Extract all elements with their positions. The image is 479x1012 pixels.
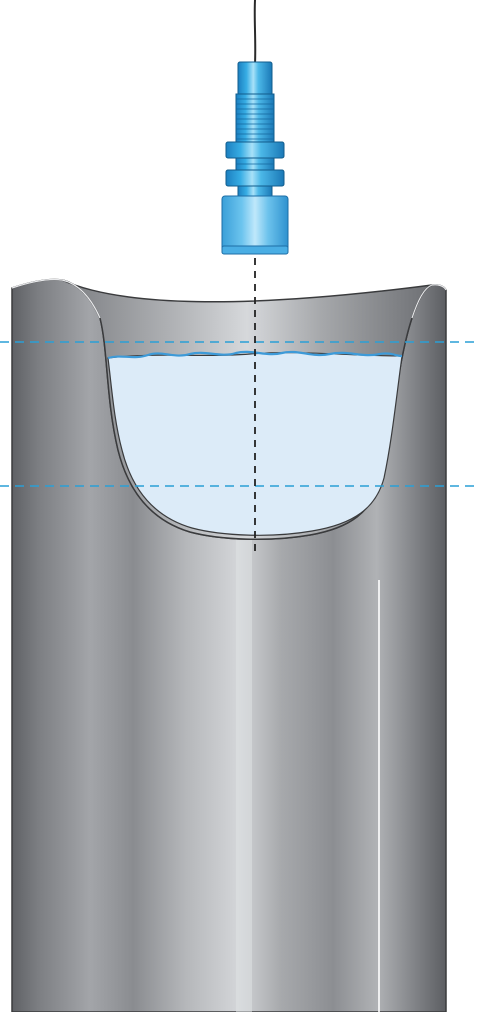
sensor-threaded-body bbox=[235, 93, 275, 143]
pipe-highlight-streak bbox=[378, 580, 380, 1012]
sensor-lower-thread bbox=[237, 185, 273, 197]
upper-mounting-nut bbox=[225, 141, 285, 159]
lower-mounting-nut bbox=[225, 169, 285, 187]
pipe-rim-right bbox=[411, 284, 447, 319]
ultrasonic-sensor bbox=[221, 0, 289, 255]
transducer-head bbox=[221, 195, 289, 255]
sensor-cable bbox=[253, 0, 257, 65]
pipe-rim bbox=[11, 278, 101, 319]
transducer-face bbox=[221, 245, 289, 255]
pipe-highlight-streak bbox=[236, 540, 252, 1012]
sensor-top-cap bbox=[237, 61, 273, 97]
water-surface bbox=[107, 350, 403, 360]
sensor-threads bbox=[236, 98, 274, 140]
